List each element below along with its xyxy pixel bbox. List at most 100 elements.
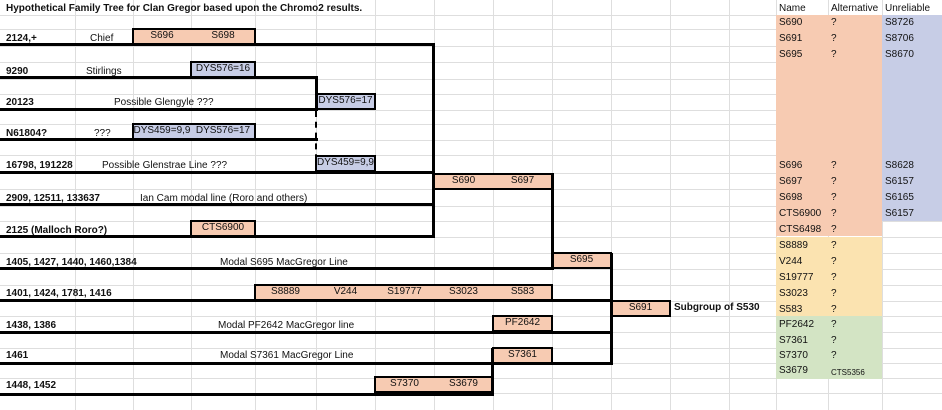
grid-row-line <box>0 253 942 254</box>
table-cell-name: S3679 <box>779 365 808 376</box>
grid-row-line <box>0 316 942 317</box>
marker-box <box>374 376 494 393</box>
marker-cell-s583: S583 <box>493 285 552 299</box>
table-cell-alt: ? <box>831 33 837 44</box>
row-desc: Possible Glengyle ??? <box>114 97 214 108</box>
table-cell-alt: ? <box>831 224 837 235</box>
table-cell-name: S3023 <box>779 288 808 299</box>
table-cell-unreliable: S6157 <box>885 176 914 187</box>
marker-cell-s696: S696 <box>133 29 191 43</box>
marker-box <box>315 155 376 172</box>
row-desc: Modal S695 MacGregor Line <box>220 257 348 268</box>
marker-cell-s698: S698 <box>191 29 255 43</box>
row-desc: Stirlings <box>86 66 122 77</box>
salmon-band <box>776 15 882 236</box>
blue-band <box>882 15 942 221</box>
grid-row-line <box>0 348 942 349</box>
table-cell-alt: ? <box>831 256 837 267</box>
tree-branch-line <box>0 267 553 270</box>
row-label: 20123 <box>6 97 34 108</box>
grid-row-line <box>0 237 942 238</box>
grid-col-line <box>611 0 612 410</box>
sheet-title: Hypothetical Family Tree for Clan Gregor… <box>6 3 363 14</box>
yellow-band <box>776 237 882 316</box>
table-cell-name: V244 <box>779 256 803 267</box>
table-cell-name: S583 <box>779 304 803 315</box>
tree-trunk-line <box>432 43 435 238</box>
tree-branch-line <box>0 203 435 206</box>
marker-box <box>433 173 553 190</box>
row-label: 1438, 1386 <box>6 320 57 331</box>
table-cell-alt: ? <box>831 240 837 251</box>
marker-cell-pf2642: PF2642 <box>493 316 552 330</box>
tree-branch-line <box>0 362 612 365</box>
marker-cell-s8889: S8889 <box>255 285 316 299</box>
table-cell-alt: ? <box>831 49 837 60</box>
table-cell-unreliable: S6157 <box>885 208 914 219</box>
tree-branch-line <box>0 108 318 111</box>
marker-cell-s691: S691 <box>611 301 670 315</box>
row-desc: Modal PF2642 MacGregor line <box>218 320 355 331</box>
marker-cell-dys576: DYS576=17 <box>191 124 255 138</box>
row-label: 2909, 12511, 133637 <box>6 193 100 204</box>
table-cell-name: S691 <box>779 33 803 44</box>
row-label: 1461 <box>6 350 29 361</box>
tree-branch-line <box>0 331 612 334</box>
table-cell-alt: ? <box>831 335 837 346</box>
grid-row-line <box>0 62 942 63</box>
grid-row-line <box>0 155 942 156</box>
tree-trunk-line <box>551 173 554 270</box>
table-cell-alt: ? <box>831 350 837 361</box>
table-cell-name: S7370 <box>779 350 808 361</box>
table-cell-unreliable: S8706 <box>885 33 914 44</box>
row-desc: Modal S7361 MacGregor Line <box>220 350 354 361</box>
marker-cell-dys576: DYS576=16 <box>191 62 255 76</box>
grid-col-line <box>493 0 494 410</box>
table-cell-alt: ? <box>831 272 837 283</box>
table-cell-alt: ? <box>831 192 837 203</box>
table-cell-alt: ? <box>831 288 837 299</box>
grid-row-line <box>0 79 942 80</box>
row-label: 2124,+ <box>6 33 37 44</box>
row-label: 1401, 1424, 1781, 1416 <box>6 288 112 299</box>
row-desc: Possible Glenstrae Line ??? <box>102 160 228 171</box>
tree-trunk-line <box>610 253 613 365</box>
table-cell-alt: ? <box>831 160 837 171</box>
grid-row-line <box>0 221 942 222</box>
tree-branch-line <box>0 171 435 174</box>
grid-row-line <box>0 94 942 95</box>
marker-cell-dys459: DYS459=9,9 <box>133 124 191 138</box>
marker-cell-s3679: S3679 <box>434 377 493 391</box>
grid-row-line <box>0 15 942 16</box>
table-cell-name: S7361 <box>779 335 808 346</box>
row-label: 1405, 1427, 1440, 1460,1384 <box>6 257 137 268</box>
table-cell-name: S695 <box>779 49 803 60</box>
marker-cell-s697: S697 <box>493 174 552 188</box>
grid-row-line <box>0 140 942 141</box>
marker-cell-v244: V244 <box>316 285 375 299</box>
table-cell-alt: ? <box>831 304 837 315</box>
marker-cell-dys576: DYS576=17 <box>316 94 375 108</box>
marker-cell-dys459: DYS459=9,9 <box>316 156 375 170</box>
grid-row-line <box>0 46 942 47</box>
tree-branch-line <box>0 393 494 396</box>
marker-box <box>492 315 553 332</box>
row-label: 9290 <box>6 66 29 77</box>
table-cell-unreliable: S8628 <box>885 160 914 171</box>
table-cell-alt: ? <box>831 208 837 219</box>
tree-dashed-line <box>315 111 317 171</box>
marker-cell-s19777: S19777 <box>375 285 434 299</box>
table-cell-name: S697 <box>779 176 803 187</box>
green-band <box>776 316 882 379</box>
table-cell-alt: ? <box>831 176 837 187</box>
marker-box <box>551 252 612 269</box>
table-cell-unreliable: S6165 <box>885 192 914 203</box>
marker-box <box>315 93 376 110</box>
table-cell-name: CTS6900 <box>779 208 822 219</box>
table-cell-name: S690 <box>779 17 803 28</box>
table-cell-name: S696 <box>779 160 803 171</box>
tree-branch-line <box>0 235 435 238</box>
grid-row-line <box>0 110 942 111</box>
row-desc: Chief <box>90 33 114 44</box>
